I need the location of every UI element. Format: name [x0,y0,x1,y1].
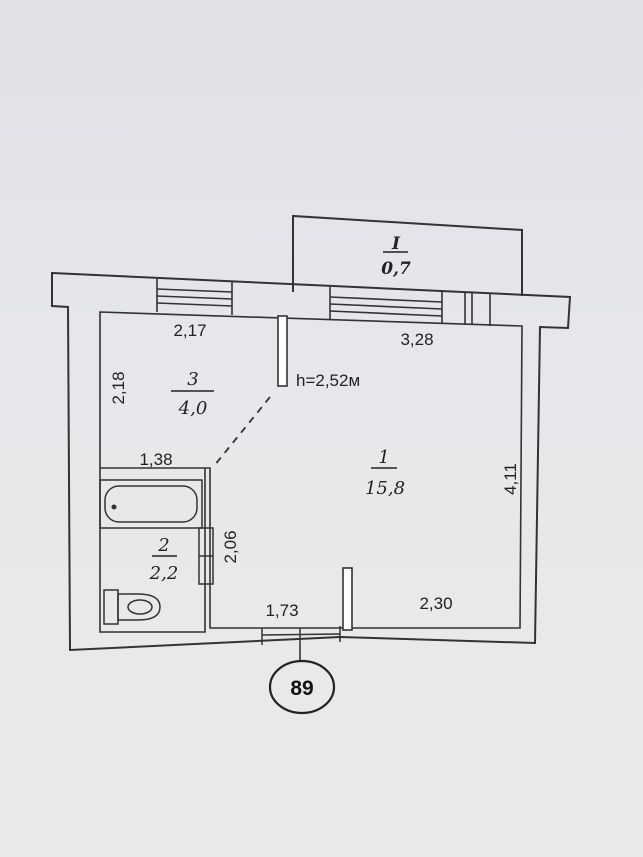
kitchen-dashed-divider [213,396,271,467]
room-area-balcony: 0,7 [381,259,411,279]
balcony [292,214,523,296]
room-number-bathroom: 2 [157,535,169,556]
dim-living-depth: 4,11 [501,463,520,495]
dim-bath-depth: 2,06 [221,530,240,563]
partition-stub-top [277,315,288,387]
balcony-door [464,292,491,326]
dim-bath-width: 1,38 [139,450,172,469]
apartment-number-badge: 89 [268,645,336,715]
toilet-icon [103,589,161,625]
top-window-left [156,279,233,315]
partition-stub-bottom [342,567,353,631]
room-number-kitchen: 3 [187,369,198,390]
room-area-living: 15,8 [365,478,405,499]
living-room-label: 1 15,8 [365,447,405,499]
bathroom-door [198,527,214,585]
room-number-living: 1 [378,447,389,468]
dim-entry-width: 1,73 [265,601,298,620]
outer-wall [51,271,572,652]
dim-kitchen-depth: 2,18 [109,371,128,404]
room-number-balcony: I [391,234,401,254]
top-window-right [329,287,443,324]
dim-kitchen-width: 2,17 [173,321,206,340]
apartment-number: 89 [290,677,313,700]
balcony-label: I 0,7 [381,234,411,279]
entrance-door [261,626,341,645]
bathtub-icon [99,479,203,529]
dim-living-width-top: 3,28 [400,330,433,349]
room-area-kitchen: 4,0 [178,398,208,419]
room-area-bathroom: 2,2 [149,563,179,584]
dim-living-width-bottom: 2,30 [419,594,452,613]
kitchen-label: 3 4,0 [171,369,214,419]
bathroom-label: 2 2,2 [149,535,179,584]
ceiling-height: h=2,52м [296,371,360,390]
